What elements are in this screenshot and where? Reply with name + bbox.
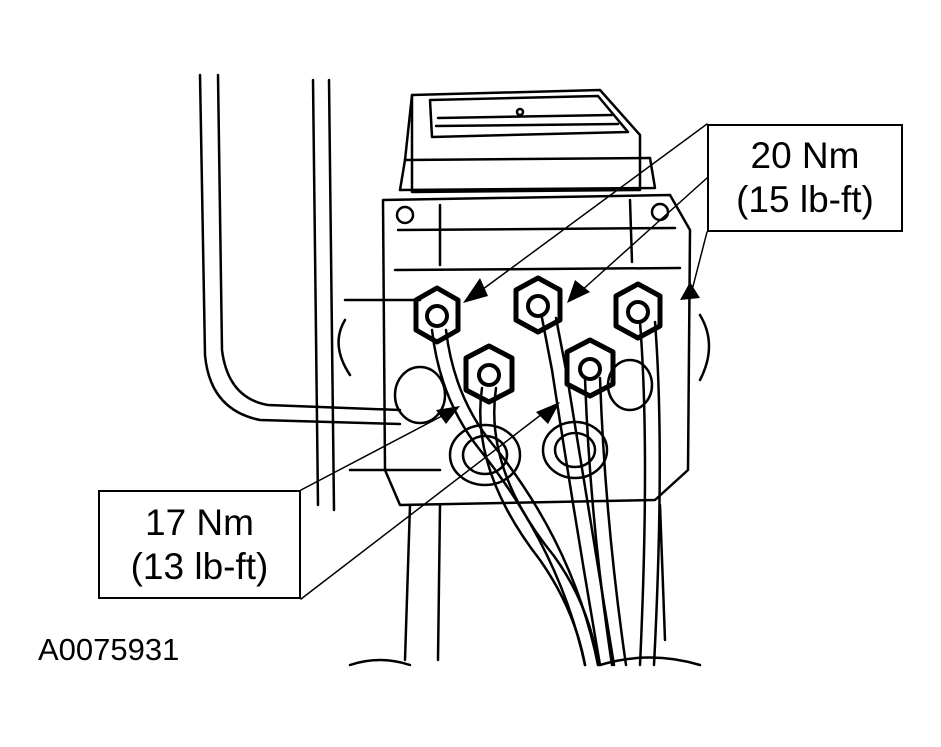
- arrowhead-5: [536, 402, 560, 424]
- arrowheads: [436, 278, 700, 424]
- torque-imperial-lower: (13 lb-ft): [130, 545, 269, 587]
- tube-nut-3: [613, 281, 663, 341]
- arrowhead-2: [567, 280, 590, 303]
- tube-nut-2: [513, 275, 563, 335]
- valve-block-body: [337, 193, 711, 667]
- torque-metric-upper: 20 Nm: [750, 135, 860, 176]
- tube-nut-fittings: [413, 275, 663, 405]
- tube-nut-4: [463, 343, 515, 405]
- tube-nut-1: [413, 285, 461, 345]
- leader-lines: [300, 123, 708, 600]
- torque-imperial-upper: (15 lb-ft): [736, 179, 874, 220]
- brake-lines: [430, 316, 662, 667]
- torque-callout-upper: 20 Nm (15 lb-ft): [707, 124, 903, 232]
- background-brake-tubes: [198, 73, 402, 512]
- tube-nut-5: [564, 337, 616, 399]
- arrowhead-3: [680, 282, 700, 300]
- electronic-module: [398, 88, 657, 194]
- torque-metric-lower: 17 Nm: [145, 501, 254, 543]
- figure-code: A0075931: [38, 632, 180, 667]
- arrowhead-4: [436, 406, 460, 424]
- tube-nut-inner-rings: [425, 294, 650, 387]
- arrowhead-1: [463, 278, 488, 303]
- torque-callout-lower: 17 Nm (13 lb-ft): [98, 490, 301, 599]
